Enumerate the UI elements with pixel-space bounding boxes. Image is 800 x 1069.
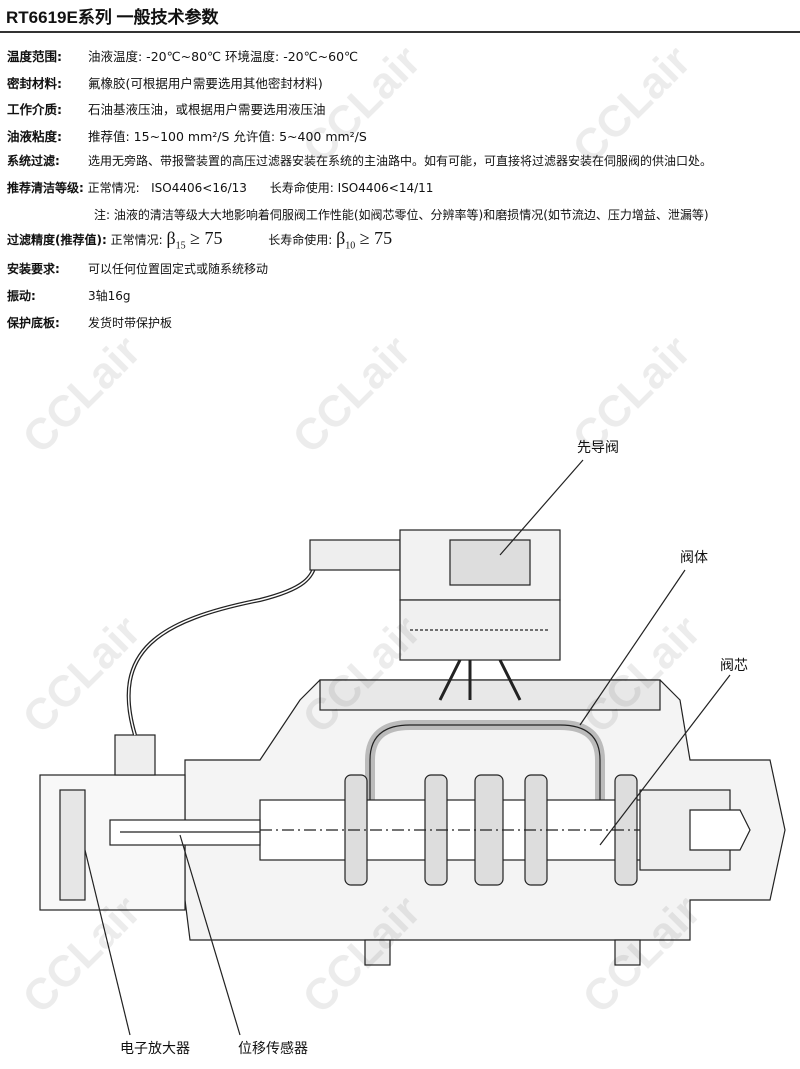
spec-label: 系统过滤: bbox=[7, 154, 60, 168]
spec-row-seal: 密封材料: 氟橡胶(可根据用户需要选用其他密封材料) bbox=[7, 73, 323, 92]
spec-label: 油液粘度: bbox=[7, 129, 62, 144]
spec-value: 石油基液压油，或根据用户需要选用液压油 bbox=[88, 102, 326, 117]
beta-long: β10 ≥ 75 bbox=[336, 228, 393, 252]
spec-value: 选用无旁路、带报警装置的高压过滤器安装在系统的主油路中。如有可能，可直接将过滤器… bbox=[88, 154, 713, 168]
spec-label: 推荐清洁等级: bbox=[7, 181, 84, 195]
spec-row-protection: 保护底板: 发货时带保护板 bbox=[7, 314, 172, 331]
spec-label: 安装要求: bbox=[7, 262, 60, 276]
spec-value: 推荐值: 15~100 mm²/S 允许值: 5~400 mm²/S bbox=[88, 129, 367, 144]
spec-row-vibration: 振动: 3轴16g bbox=[7, 287, 131, 304]
spec-row-cleanliness: 推荐清洁等级: 正常情况: ISO4406<16/13 长寿命使用: ISO44… bbox=[7, 179, 433, 196]
spec-row-install: 安装要求: 可以任何位置固定式或随系统移动 bbox=[7, 260, 268, 277]
note-text: 注: 油液的清洁等级大大地影响着伺服阀工作性能(如阀芯零位、分辨率等)和磨损情况… bbox=[94, 208, 709, 222]
spec-label: 密封材料: bbox=[7, 76, 62, 91]
spec-value: 可以任何位置固定式或随系统移动 bbox=[88, 262, 269, 276]
spec-label: 振动: bbox=[7, 289, 36, 303]
spec-value: 油液温度: -20℃~80℃ 环境温度: -20℃~60℃ bbox=[88, 49, 359, 64]
beta-sub: 15 bbox=[175, 240, 186, 252]
beta-rhs: ≥ 75 bbox=[359, 228, 393, 248]
spec-value: 氟橡胶(可根据用户需要选用其他密封材料) bbox=[88, 76, 323, 91]
spec-note: 注: 油液的清洁等级大大地影响着伺服阀工作性能(如阀芯零位、分辨率等)和磨损情况… bbox=[94, 206, 709, 223]
spec-value: 发货时带保护板 bbox=[88, 316, 173, 330]
spec-value: 正常情况: ISO4406<16/13 长寿命使用: ISO4406<14/11 bbox=[87, 181, 434, 195]
spec-row-filtration: 系统过滤: 选用无旁路、带报警装置的高压过滤器安装在系统的主油路中。如有可能，可直… bbox=[7, 152, 712, 169]
beta-sub: 10 bbox=[345, 240, 356, 252]
beta-normal: β15 ≥ 75 bbox=[166, 228, 223, 252]
title-divider bbox=[0, 31, 800, 33]
spec-row-temperature: 温度范围: 油液温度: -20℃~80℃ 环境温度: -20℃~60℃ bbox=[7, 46, 358, 65]
spec-label: 温度范围: bbox=[7, 49, 62, 64]
callout-valve-body: 阀体 bbox=[680, 550, 708, 566]
spec-row-filter-precision: 过滤精度(推荐值): 正常情况: β15 ≥ 75 长寿命使用: β10 ≥ 7… bbox=[7, 228, 392, 252]
beta-symbol: β bbox=[336, 228, 346, 248]
spec-label: 过滤精度(推荐值): bbox=[7, 233, 107, 247]
callout-sensor: 位移传感器 bbox=[238, 1041, 308, 1057]
spec-label: 工作介质: bbox=[7, 102, 62, 117]
callout-pilot-valve: 先导阀 bbox=[577, 440, 619, 456]
spec-label: 保护底板: bbox=[7, 316, 60, 330]
beta-symbol: β bbox=[166, 228, 176, 248]
long-label: 长寿命使用: bbox=[268, 233, 333, 247]
callout-spool: 阀芯 bbox=[720, 658, 748, 674]
spec-row-viscosity: 油液粘度: 推荐值: 15~100 mm²/S 允许值: 5~400 mm²/S bbox=[7, 126, 367, 145]
spec-value: 3轴16g bbox=[88, 289, 131, 303]
page-title: RT6619E系列 一般技术参数 bbox=[6, 8, 219, 27]
normal-label: 正常情况: bbox=[110, 233, 163, 247]
spec-row-medium: 工作介质: 石油基液压油，或根据用户需要选用液压油 bbox=[7, 99, 326, 118]
beta-rhs: ≥ 75 bbox=[190, 228, 223, 248]
callout-amplifier: 电子放大器 bbox=[120, 1041, 190, 1057]
